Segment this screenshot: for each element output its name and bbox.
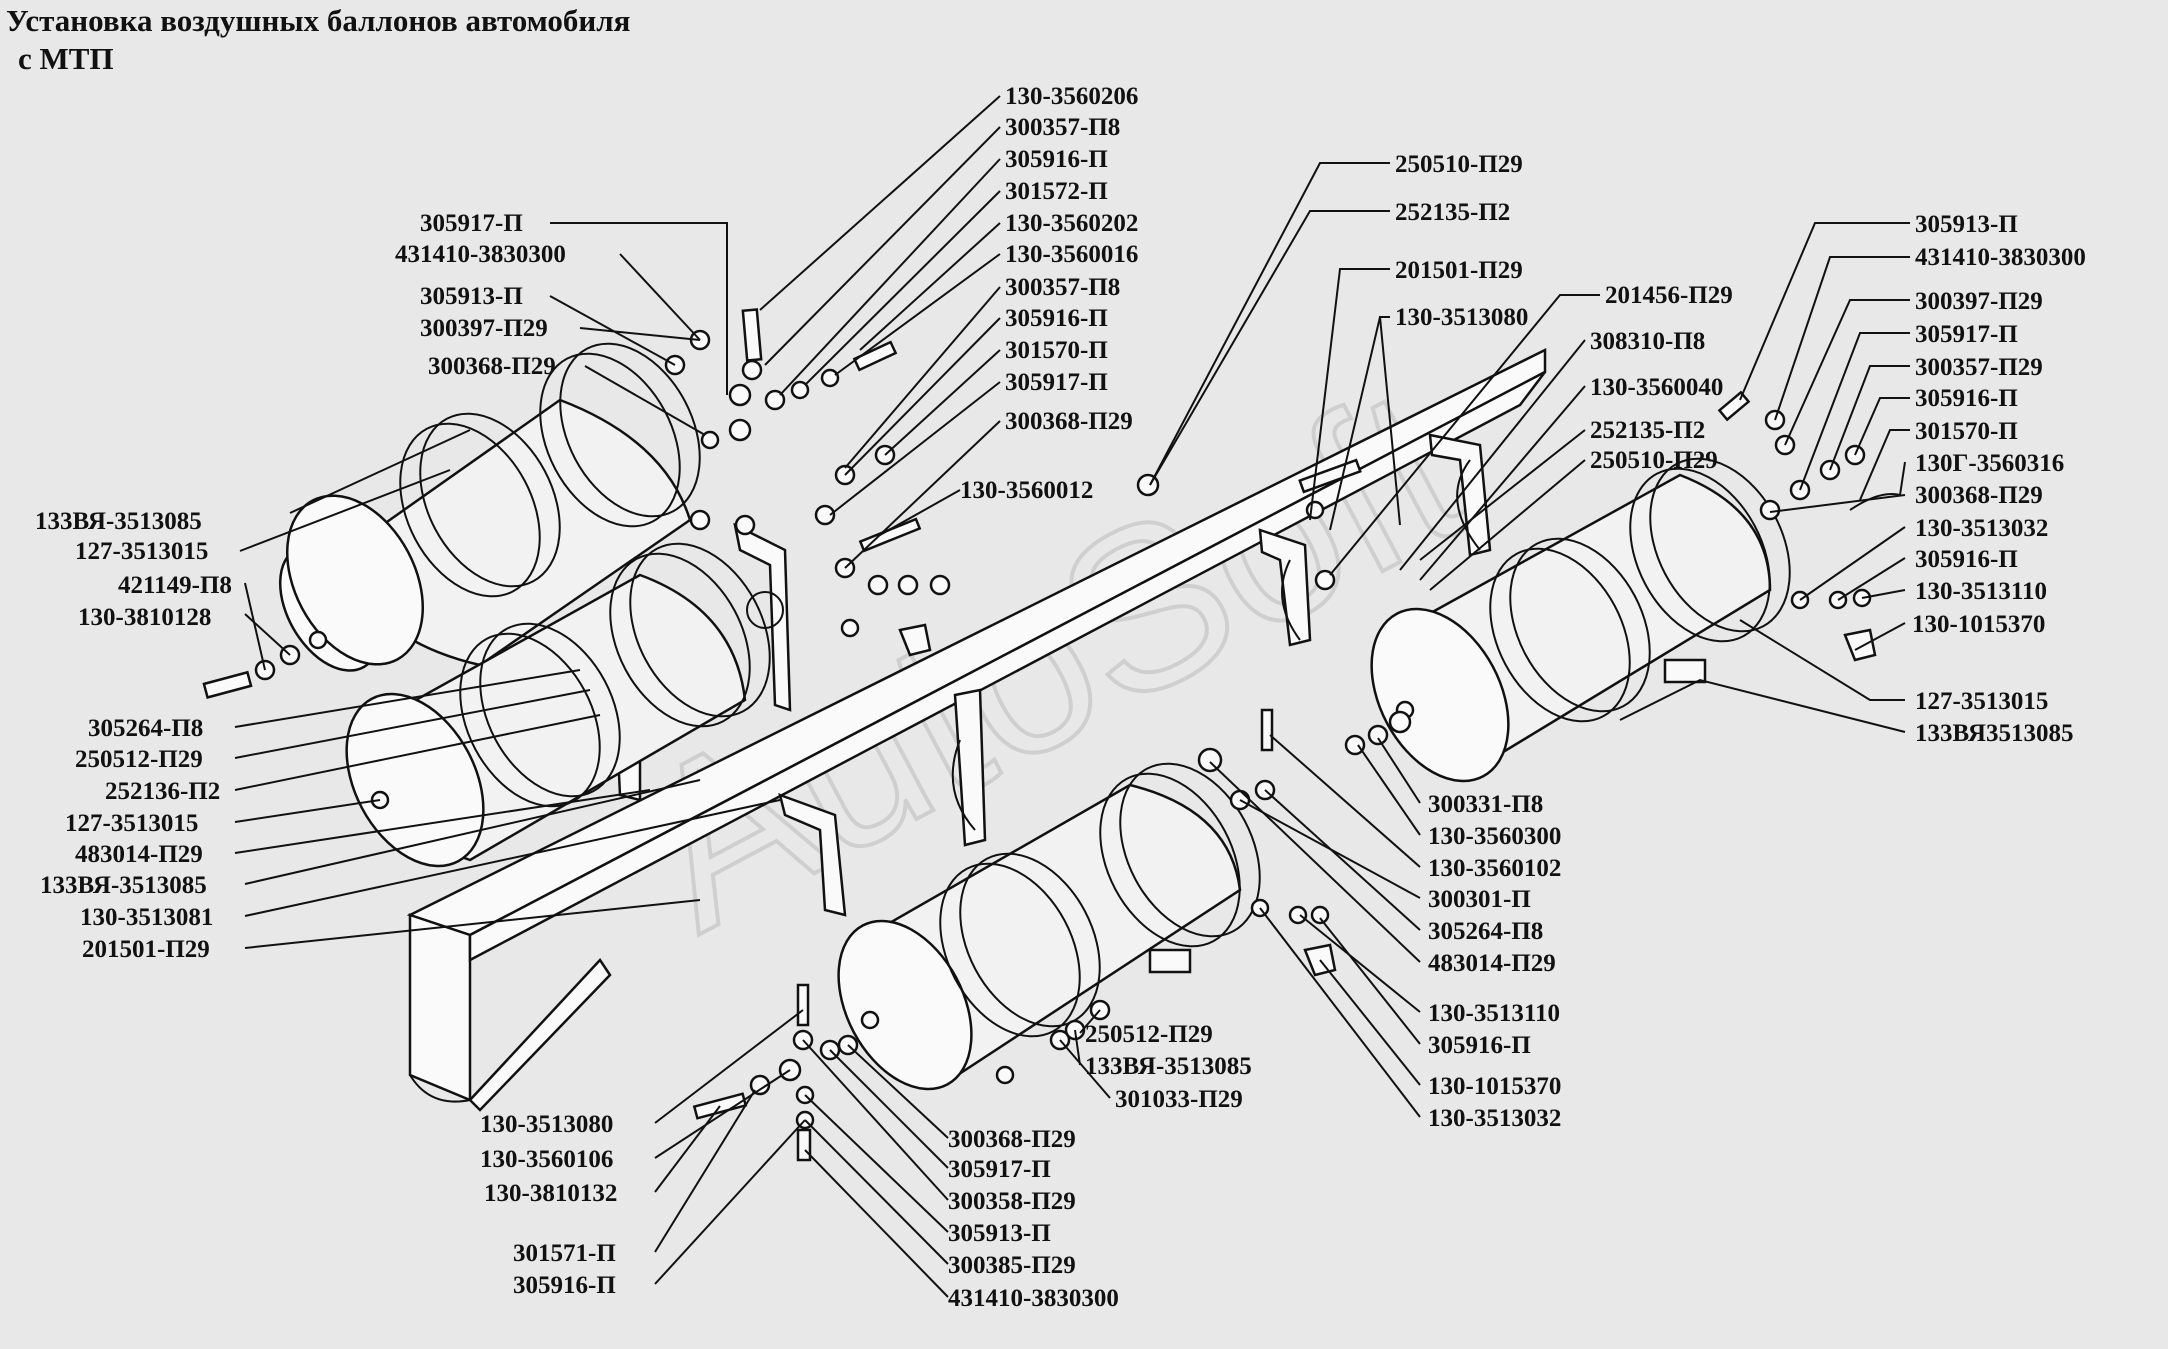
part-label: 305917-П — [1915, 321, 2018, 348]
part-label: 130-3560300 — [1428, 823, 1561, 850]
part-label: 130-3560102 — [1428, 855, 1561, 882]
part-label: 130-3513110 — [1428, 1000, 1560, 1027]
part-label: 201501-П29 — [1395, 257, 1523, 284]
part-label: 130-3560016 — [1005, 241, 1138, 268]
part-label: 305264-П8 — [88, 715, 203, 742]
part-label: 250510-П29 — [1590, 447, 1718, 474]
part-label: 301033-П29 — [1115, 1086, 1243, 1113]
part-label: 127-3513015 — [65, 810, 198, 837]
part-label: 305916-П — [1005, 305, 1108, 332]
part-label: 305916-П — [1915, 385, 2018, 412]
part-label: 483014-П29 — [1428, 950, 1556, 977]
part-label: 250510-П29 — [1395, 151, 1523, 178]
part-label: 130-3560202 — [1005, 210, 1138, 237]
part-label: 130-3513110 — [1915, 578, 2047, 605]
part-label: 130-3810128 — [78, 604, 211, 631]
part-label: 308310-П8 — [1590, 328, 1705, 355]
part-label: 300301-П — [1428, 886, 1531, 913]
bracket-right-center — [1258, 528, 1312, 647]
part-label: 300368-П29 — [428, 353, 556, 380]
part-label: 300331-П8 — [1428, 791, 1543, 818]
part-label: 133ВЯ-3513085 — [40, 872, 207, 899]
part-label: 305916-П — [1428, 1032, 1531, 1059]
part-label: 130-3560106 — [480, 1146, 613, 1173]
part-label: 300368-П29 — [1005, 408, 1133, 435]
part-label: 130-3513032 — [1915, 515, 2048, 542]
bracket-center-lower — [778, 793, 847, 917]
part-label: 201456-П29 — [1605, 282, 1733, 309]
part-label: 305917-П — [948, 1156, 1051, 1183]
part-label: 305916-П — [1005, 146, 1108, 173]
air-tank-3 — [837, 762, 1261, 1091]
part-label: 305913-П — [420, 283, 523, 310]
part-label: 130-3513032 — [1428, 1105, 1561, 1132]
air-tank-1 — [278, 342, 701, 672]
part-label: 300397-П29 — [420, 315, 548, 342]
part-label: 201501-П29 — [82, 936, 210, 963]
part-label: 301572-П — [1005, 178, 1108, 205]
part-label: 301570-П — [1005, 337, 1108, 364]
part-label: 130-3513080 — [480, 1111, 613, 1138]
part-label: 421149-П8 — [118, 572, 232, 599]
part-label: 252135-П2 — [1590, 417, 1705, 444]
part-label: 130-3560040 — [1590, 374, 1723, 401]
title-line-2: с МТП — [18, 41, 114, 76]
part-label: 301571-П — [513, 1240, 616, 1267]
leader-lines — [234, 95, 1910, 1298]
part-label: 133ВЯ-3513085 — [35, 508, 202, 535]
part-label: 431410-3830300 — [395, 241, 566, 268]
part-label: 300358-П29 — [948, 1188, 1076, 1215]
part-label: 431410-3830300 — [948, 1285, 1119, 1312]
part-label: 130-1015370 — [1428, 1073, 1561, 1100]
diagram-title: Установка воздушных баллонов автомобиля … — [6, 2, 630, 78]
part-label: 300385-П29 — [948, 1252, 1076, 1279]
part-label: 305913-П — [1915, 211, 2018, 238]
air-tank-2 — [345, 542, 771, 868]
part-label: 483014-П29 — [75, 841, 203, 868]
part-label: 300357-П8 — [1005, 114, 1120, 141]
part-label: 130-3560206 — [1005, 83, 1138, 110]
part-label: 305264-П8 — [1428, 918, 1543, 945]
part-label: 250512-П29 — [75, 746, 203, 773]
part-label: 431410-3830300 — [1915, 244, 2086, 271]
part-label: 300397-П29 — [1915, 288, 2043, 315]
part-label: 300357-П29 — [1915, 354, 2043, 381]
part-label: 127-3513015 — [1915, 688, 2048, 715]
part-label: 300368-П29 — [1915, 482, 2043, 509]
title-line-1: Установка воздушных баллонов автомобиля — [6, 3, 631, 38]
part-label: 133ВЯ3513085 — [1915, 720, 2073, 747]
part-labels: 130-3560206 300357-П8 305916-П 301572-П … — [35, 83, 2086, 1312]
part-label: 252135-П2 — [1395, 199, 1510, 226]
part-label: 305916-П — [1915, 546, 2018, 573]
part-label: 130-3560012 — [960, 477, 1093, 504]
frame-rail — [406, 347, 1547, 1112]
part-label: 130-3513081 — [80, 904, 213, 931]
part-label: 305913-П — [948, 1220, 1051, 1247]
part-label: 133ВЯ-3513085 — [1085, 1053, 1252, 1080]
part-label: 252136-П2 — [105, 778, 220, 805]
bracket-right — [1428, 433, 1492, 557]
part-label: 305916-П — [513, 1272, 616, 1299]
part-label: 127-3513015 — [75, 538, 208, 565]
air-tank-4 — [1370, 457, 1791, 783]
part-label: 305917-П — [420, 210, 523, 237]
part-label: 130-3513080 — [1395, 304, 1528, 331]
part-label: 130-3810132 — [484, 1180, 617, 1207]
part-label: 301570-П — [1915, 418, 2018, 445]
bracket-center — [951, 688, 987, 847]
part-label: 300368-П29 — [948, 1126, 1076, 1153]
part-label: 300357-П8 — [1005, 274, 1120, 301]
part-label: 305917-П — [1005, 369, 1108, 396]
part-label: 130-1015370 — [1912, 611, 2045, 638]
part-label: 250512-П29 — [1085, 1021, 1213, 1048]
part-label: 130Г-3560316 — [1915, 450, 2064, 477]
